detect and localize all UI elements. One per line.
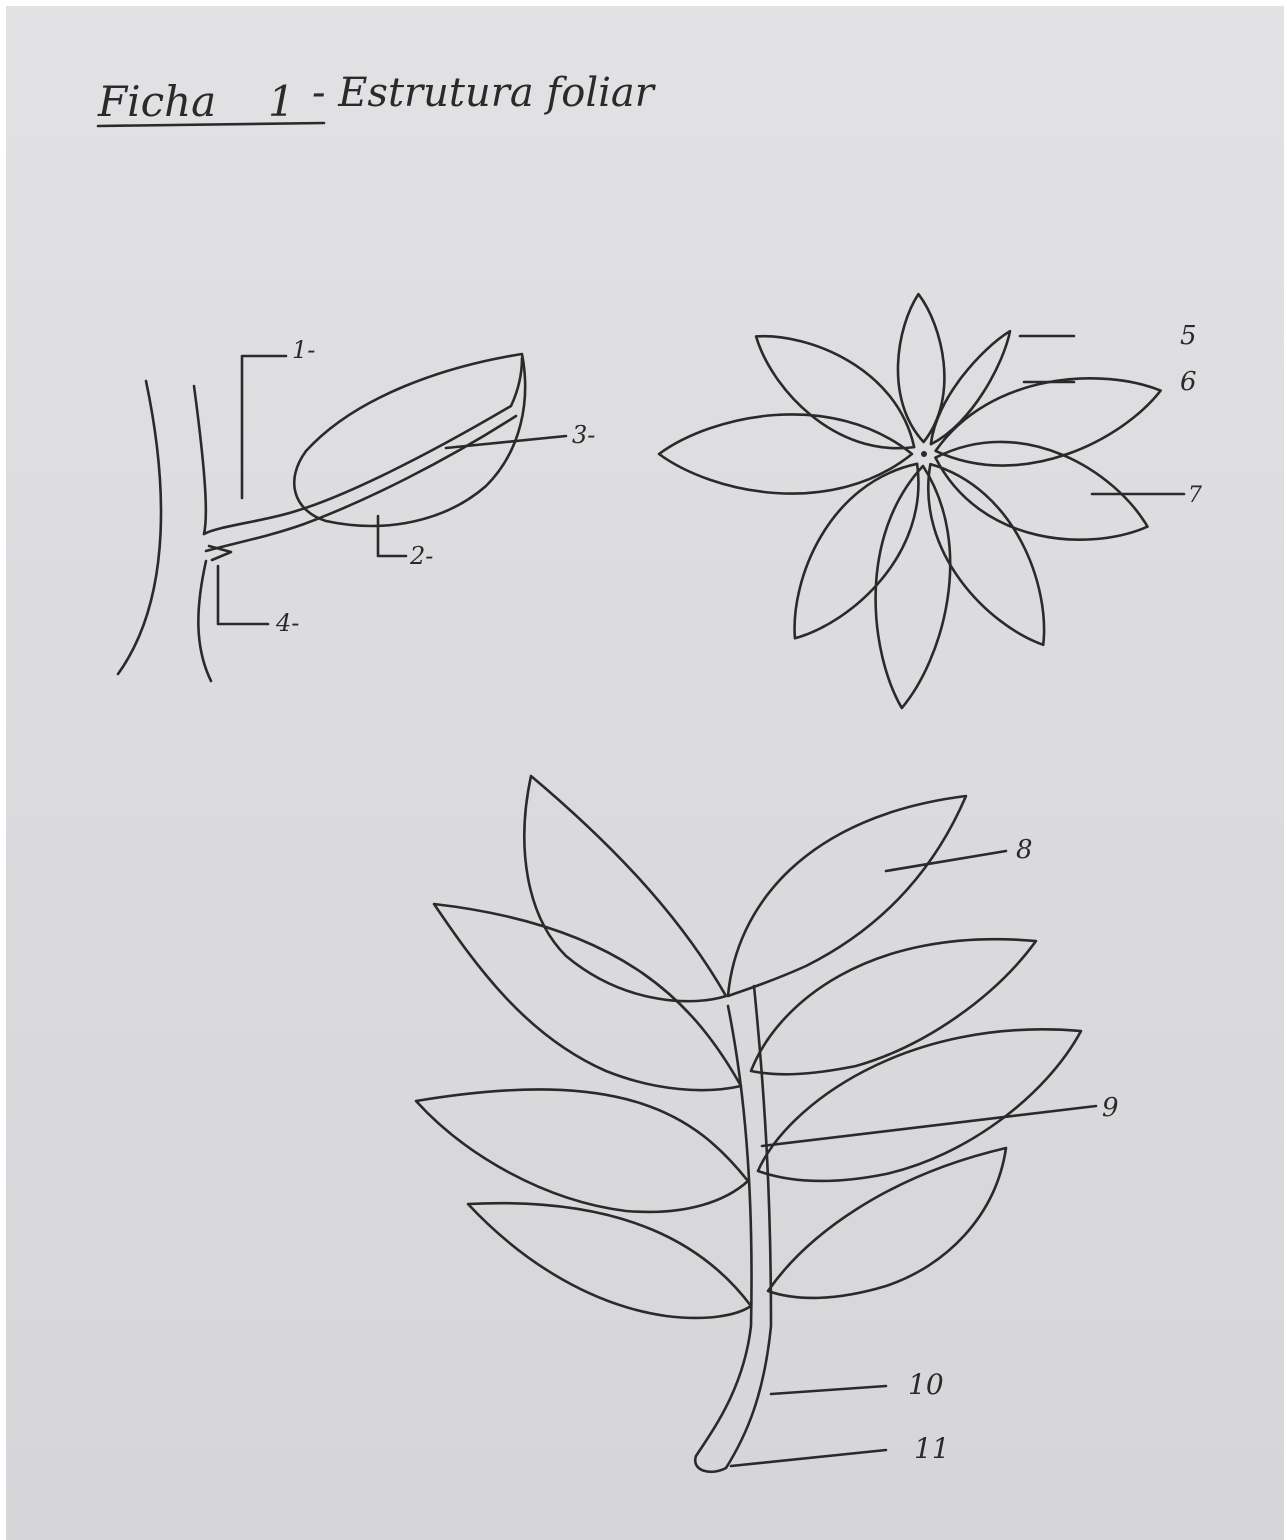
label-7: 7 xyxy=(1188,483,1202,508)
leaflet-4-right xyxy=(768,1148,1006,1298)
palmate-leaflet-9 xyxy=(737,309,934,475)
label-11: 11 xyxy=(914,1432,950,1465)
leaflet-top-right xyxy=(728,796,966,996)
leaflet-2-left xyxy=(434,904,741,1090)
leader-8 xyxy=(886,851,1006,871)
palmate-leaflet-2 xyxy=(920,323,1021,451)
leaflets-group xyxy=(659,293,1170,711)
leaflet-2-right xyxy=(751,939,1036,1074)
label-1: 1- xyxy=(292,336,315,364)
label-3: 3- xyxy=(572,421,595,449)
label-4: 4- xyxy=(275,609,299,637)
palmate-leaflet-7 xyxy=(764,442,948,660)
page-title: Ficha 1 - Estrutura foliar xyxy=(97,70,657,126)
leader-1 xyxy=(242,356,286,498)
leaflet-4-left xyxy=(468,1203,751,1318)
label-9: 9 xyxy=(1102,1093,1119,1123)
leaflet-3-left xyxy=(416,1089,748,1211)
palmate-leaflet-1 xyxy=(895,293,946,443)
figure-pinnate-leaf: 8 9 10 11 xyxy=(416,776,1119,1472)
leader-10 xyxy=(771,1386,886,1394)
stem-right-edge-lower xyxy=(198,561,211,681)
label-5: 5 xyxy=(1180,321,1197,351)
rachis-petiole xyxy=(695,986,771,1472)
leaflet-3-right xyxy=(758,1029,1081,1181)
title-text: - Estrutura foliar xyxy=(312,70,657,116)
stem-right-edge-upper xyxy=(194,386,206,534)
label-6: 6 xyxy=(1180,367,1197,397)
palmate-leaflet-4 xyxy=(922,417,1160,567)
botanical-drawing: Ficha 1 - Estrutura foliar 1- 3- 2- 4- 5… xyxy=(6,6,1284,1540)
title-ficha: Ficha xyxy=(97,77,216,126)
leader-11 xyxy=(731,1450,886,1466)
title-number: 1 xyxy=(268,77,295,126)
axillary-bud xyxy=(209,546,231,560)
stem-left-edge xyxy=(118,381,161,674)
leaflet-junction xyxy=(921,451,927,457)
leader-4 xyxy=(218,566,268,624)
leaflet-top-left xyxy=(524,776,726,1001)
figure-simple-leaf: 1- 3- 2- 4- xyxy=(118,336,595,681)
leader-3 xyxy=(446,436,566,448)
palmate-leaflet-6 xyxy=(865,463,959,711)
leader-9 xyxy=(762,1106,1096,1146)
palmate-leaflet-5 xyxy=(899,445,1074,664)
leader-2 xyxy=(378,516,406,556)
paper-sheet: Ficha 1 - Estrutura foliar 1- 3- 2- 4- 5… xyxy=(6,6,1284,1540)
label-10: 10 xyxy=(908,1368,944,1401)
leaf-midrib-bottom xyxy=(206,416,516,551)
figure-palmate-leaf: 5 6 7 xyxy=(659,293,1202,711)
label-8: 8 xyxy=(1016,835,1033,865)
label-2: 2- xyxy=(409,542,433,570)
